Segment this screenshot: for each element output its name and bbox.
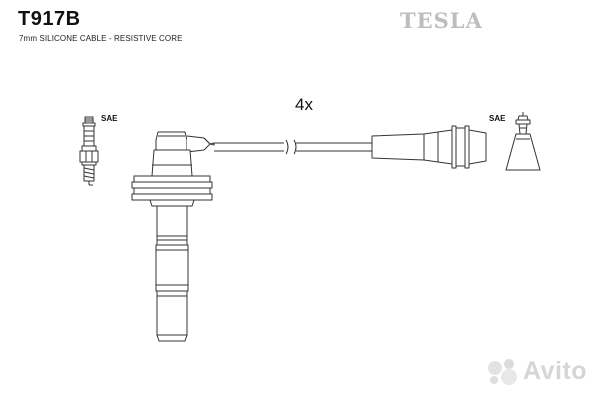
avito-watermark-text: Avito: [523, 357, 588, 385]
brand-logo: TESLA: [400, 8, 483, 33]
cable-spec: 7mm SILICONE CABLE - RESISTIVE CORE: [19, 34, 183, 43]
spark-plug-boot-icon: [131, 131, 215, 342]
coil-connector-icon: [371, 125, 487, 169]
left-plug-label: SAE: [101, 114, 118, 123]
avito-watermark: Avito: [487, 357, 587, 386]
quantity-label: 4x: [295, 95, 313, 114]
spark-plug-icon: [79, 116, 99, 186]
part-number: T917B: [18, 8, 81, 30]
sae-terminal-icon: [505, 112, 541, 171]
right-plug-label: SAE: [489, 114, 506, 123]
avito-logo-icon: [488, 358, 517, 385]
ignition-cable: [214, 139, 372, 155]
